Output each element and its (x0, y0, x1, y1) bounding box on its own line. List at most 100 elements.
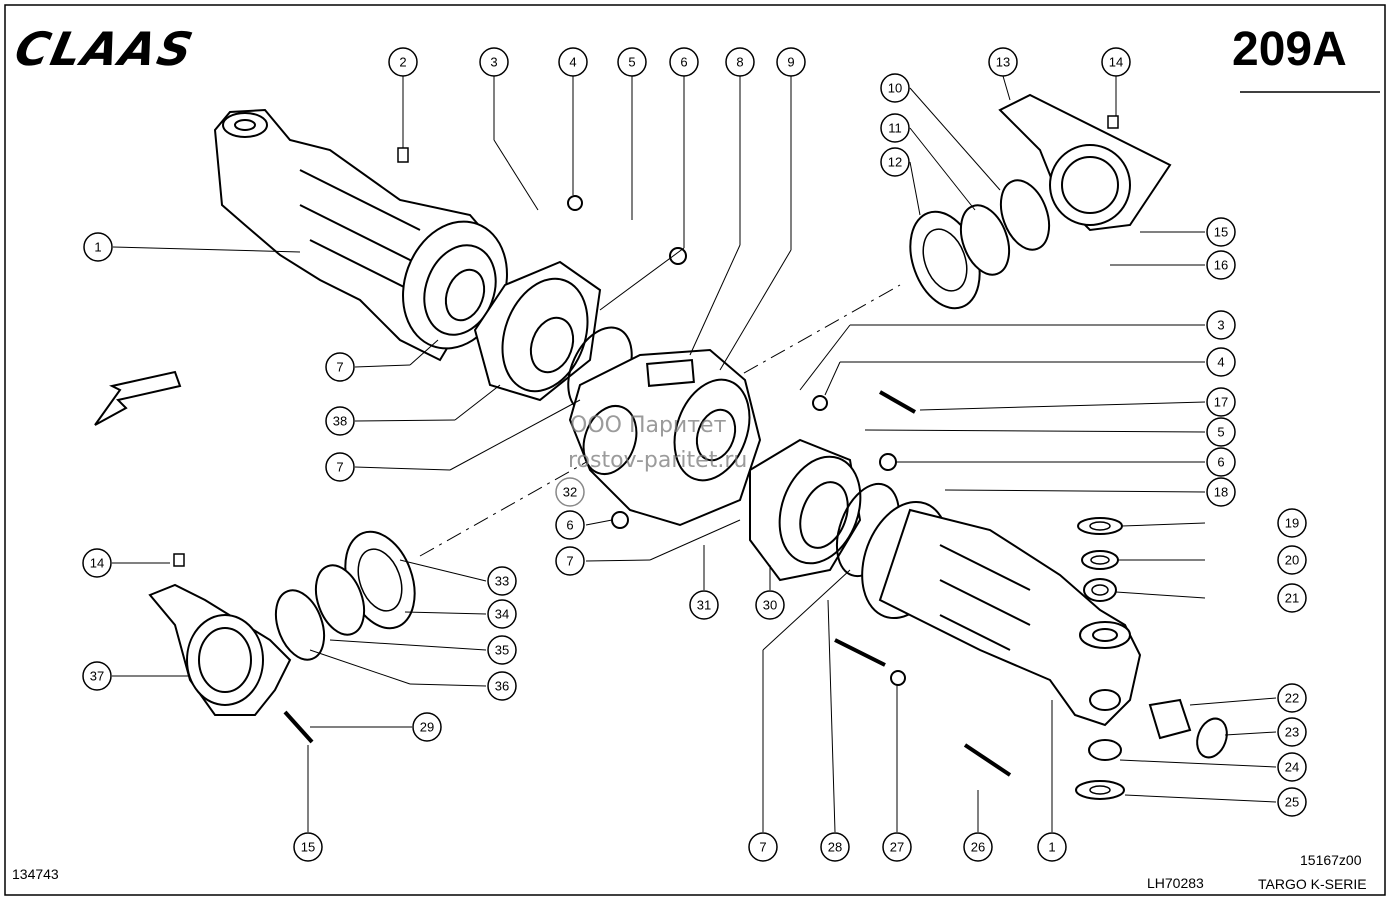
callout-circle (1206, 477, 1236, 507)
callout-circle (880, 147, 910, 177)
callout-circle (82, 548, 112, 578)
callout-11: 11 (880, 113, 910, 143)
callout-6: 6 (1206, 447, 1236, 477)
plug-4-right (812, 395, 828, 411)
callout-label: 11 (888, 121, 902, 136)
callout-circle (725, 47, 755, 77)
callout-5: 5 (1206, 417, 1236, 447)
callout-label: 6 (680, 55, 687, 70)
callout-14: 14 (1101, 47, 1131, 77)
callout-37: 37 (82, 661, 112, 691)
figure-code: 15167z00 (1300, 852, 1362, 868)
callout-circle (880, 113, 910, 143)
callout-32: 32 (555, 477, 585, 507)
claas-logo: CLAAS (10, 22, 200, 76)
flange-housing-38 (473, 260, 602, 402)
callout-label: 20 (1285, 553, 1299, 568)
callout-label: 15 (1214, 225, 1228, 240)
callout-circle (1206, 417, 1236, 447)
callout-label: 34 (495, 607, 509, 622)
callout-4: 4 (1206, 347, 1236, 377)
axle-housing-left (213, 108, 508, 362)
bushing-10 (999, 179, 1051, 251)
callout-3: 3 (1206, 310, 1236, 340)
callout-label: 13 (996, 55, 1010, 70)
callout-circle (1206, 347, 1236, 377)
callout-10: 10 (880, 73, 910, 103)
plug-6-right (879, 453, 897, 471)
callout-circle (1101, 47, 1131, 77)
callout-7: 7 (325, 452, 355, 482)
callout-label: 36 (495, 679, 509, 694)
callout-circle (1277, 545, 1307, 575)
callout-label: 7 (566, 554, 573, 569)
callout-label: 32 (563, 485, 577, 500)
callout-label: 9 (787, 55, 794, 70)
bolt-29 (283, 710, 314, 744)
bushing-36 (274, 589, 326, 661)
callout-23: 23 (1277, 717, 1307, 747)
callout-label: 27 (890, 840, 904, 855)
callout-14: 14 (82, 548, 112, 578)
callout-label: 5 (1217, 425, 1224, 440)
callout-circle (325, 452, 355, 482)
bearing-bracket-13 (998, 93, 1172, 232)
bushing-22 (1148, 698, 1192, 740)
callout-circle (755, 590, 785, 620)
callout-29: 29 (412, 712, 442, 742)
callout-label: 14 (1109, 55, 1123, 70)
bushing-11 (959, 204, 1011, 276)
callout-circle (293, 832, 323, 862)
callout-label: 5 (628, 55, 635, 70)
differential-housing-9 (568, 348, 762, 527)
washer-19 (1077, 517, 1123, 535)
plug-6-upper (669, 247, 687, 265)
callout-circle (388, 47, 418, 77)
bolt-26 (963, 743, 1012, 777)
axle-housing-right (861, 500, 1142, 727)
callout-label: 19 (1285, 516, 1299, 531)
callout-6: 6 (669, 47, 699, 77)
callout-circle (1277, 508, 1307, 538)
callout-circle (555, 510, 585, 540)
callout-28: 28 (820, 832, 850, 862)
callout-38: 38 (325, 406, 355, 436)
callout-15: 15 (293, 832, 323, 862)
seal-20 (1081, 550, 1119, 570)
callout-7: 7 (555, 546, 585, 576)
callout-label: 25 (1285, 795, 1299, 810)
callout-label: 7 (759, 840, 766, 855)
callout-circle (748, 832, 778, 862)
callout-34: 34 (487, 599, 517, 629)
callout-label: 1 (94, 240, 101, 255)
callout-25: 25 (1277, 787, 1307, 817)
callout-3: 3 (479, 47, 509, 77)
callout-label: 7 (336, 460, 343, 475)
bushing-34 (314, 564, 366, 636)
doc-number: 134743 (12, 866, 59, 882)
callout-circle (1277, 583, 1307, 613)
callout-30: 30 (755, 590, 785, 620)
callout-24: 24 (1277, 752, 1307, 782)
plug-6-lower (611, 511, 629, 529)
callout-label: 35 (495, 643, 509, 658)
watermark-url: rostov-paritet.ru (568, 448, 748, 473)
callout-circle (558, 47, 588, 77)
callout-label: 2 (399, 55, 406, 70)
callout-19: 19 (1277, 508, 1307, 538)
nipple-14-upper (1107, 115, 1119, 129)
callout-circle (1277, 683, 1307, 713)
watermark-company: ООО Паритет (570, 413, 727, 438)
callout-circle (669, 47, 699, 77)
callout-7: 7 (325, 352, 355, 382)
callout-circle (1277, 787, 1307, 817)
callout-33: 33 (487, 566, 517, 596)
callout-label: 38 (333, 414, 347, 429)
callout-31: 31 (689, 590, 719, 620)
series-label: TARGO K-SERIE (1258, 876, 1367, 892)
callout-label: 8 (736, 55, 743, 70)
bearing-24 (1088, 739, 1122, 761)
callout-circle (1206, 387, 1236, 417)
